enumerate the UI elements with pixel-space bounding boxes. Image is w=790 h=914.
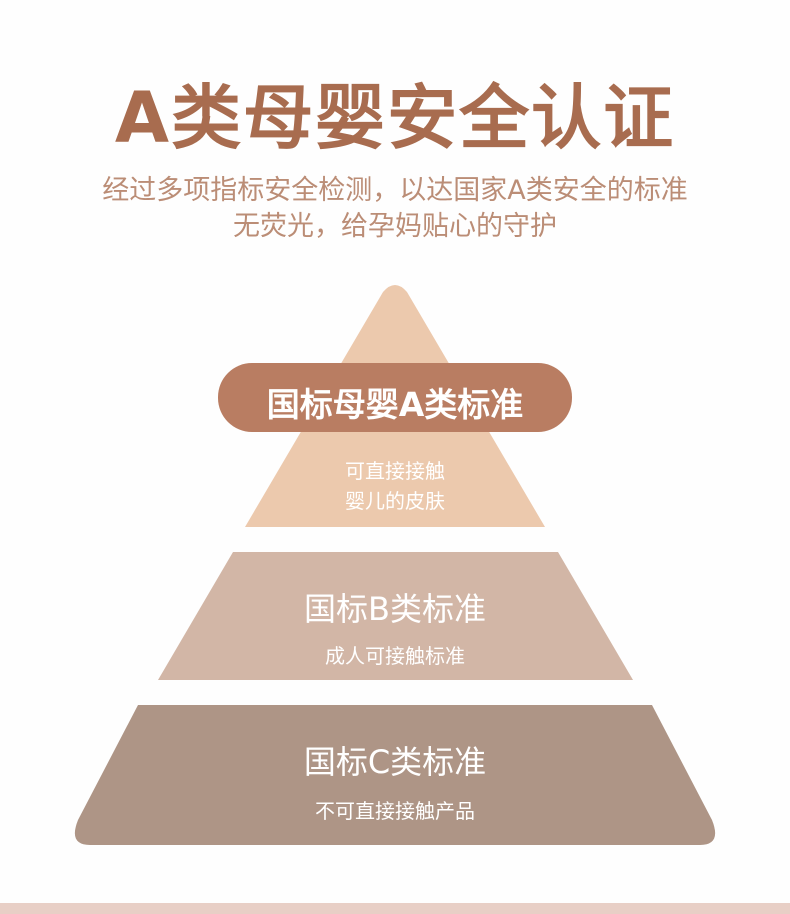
subtitle-line-1: 经过多项指标安全检测，以达国家A类安全的标准 (102, 175, 688, 206)
level-a-badge-shape (218, 363, 572, 432)
pyramid-level-b-shape (158, 552, 633, 680)
bottom-divider-strip (0, 903, 790, 914)
level-a-desc-1: 可直接接触 (345, 459, 445, 483)
page-title: A类母婴安全认证 (114, 77, 676, 159)
pyramid-level-c-shape (74, 705, 716, 845)
level-c-desc: 不可直接接触产品 (315, 799, 475, 823)
level-c-title: 国标C类标准 (303, 743, 487, 781)
level-b-title: 国标B类标准 (304, 590, 486, 628)
subtitle-line-2: 无荧光，给孕妈贴心的守护 (233, 211, 557, 242)
level-b-desc: 成人可接触标准 (325, 644, 465, 668)
level-a-title: 国标母婴A类标准 (266, 385, 524, 424)
level-a-desc-2: 婴儿的皮肤 (345, 489, 445, 513)
